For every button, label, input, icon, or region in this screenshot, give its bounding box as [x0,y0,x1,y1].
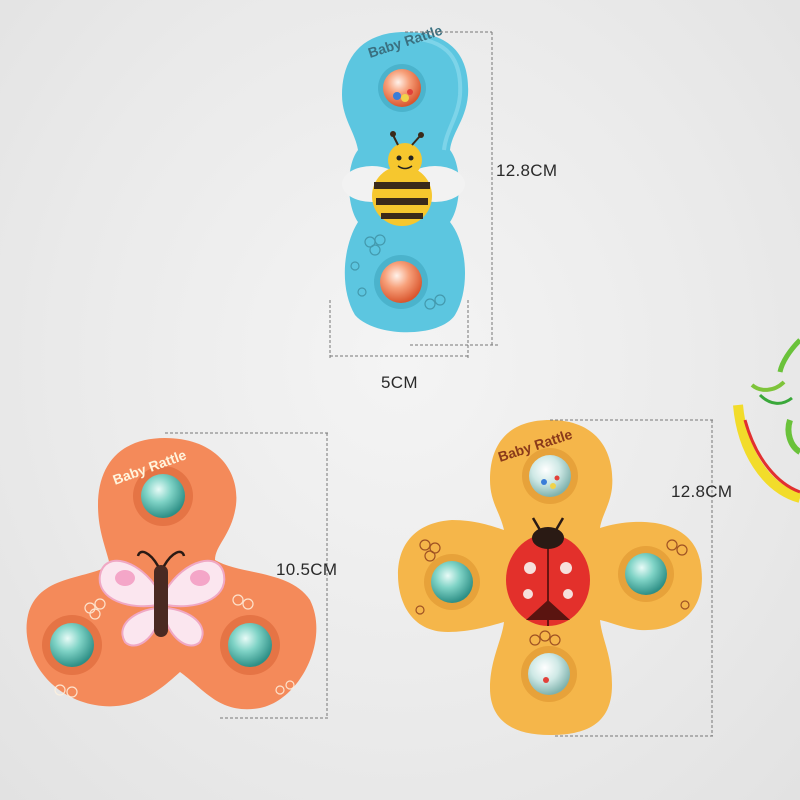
bee-figure [342,131,465,226]
ladybug-figure [506,517,590,626]
yellow-ladybug-spinner: Baby Rattle [398,420,702,735]
orange-butterfly-spinner: Baby Rattle [26,438,317,710]
blue-height-label: 12.8CM [496,161,558,180]
partial-green-toy [733,338,800,503]
dimension-lines [165,31,715,737]
blue-width-label: 5CM [381,373,418,392]
orange-height-label: 10.5CM [276,560,338,579]
butterfly-figure [98,550,226,647]
blue-bee-spinner: Baby Rattle [342,22,469,333]
yellow-height-label: 12.8CM [671,482,733,501]
